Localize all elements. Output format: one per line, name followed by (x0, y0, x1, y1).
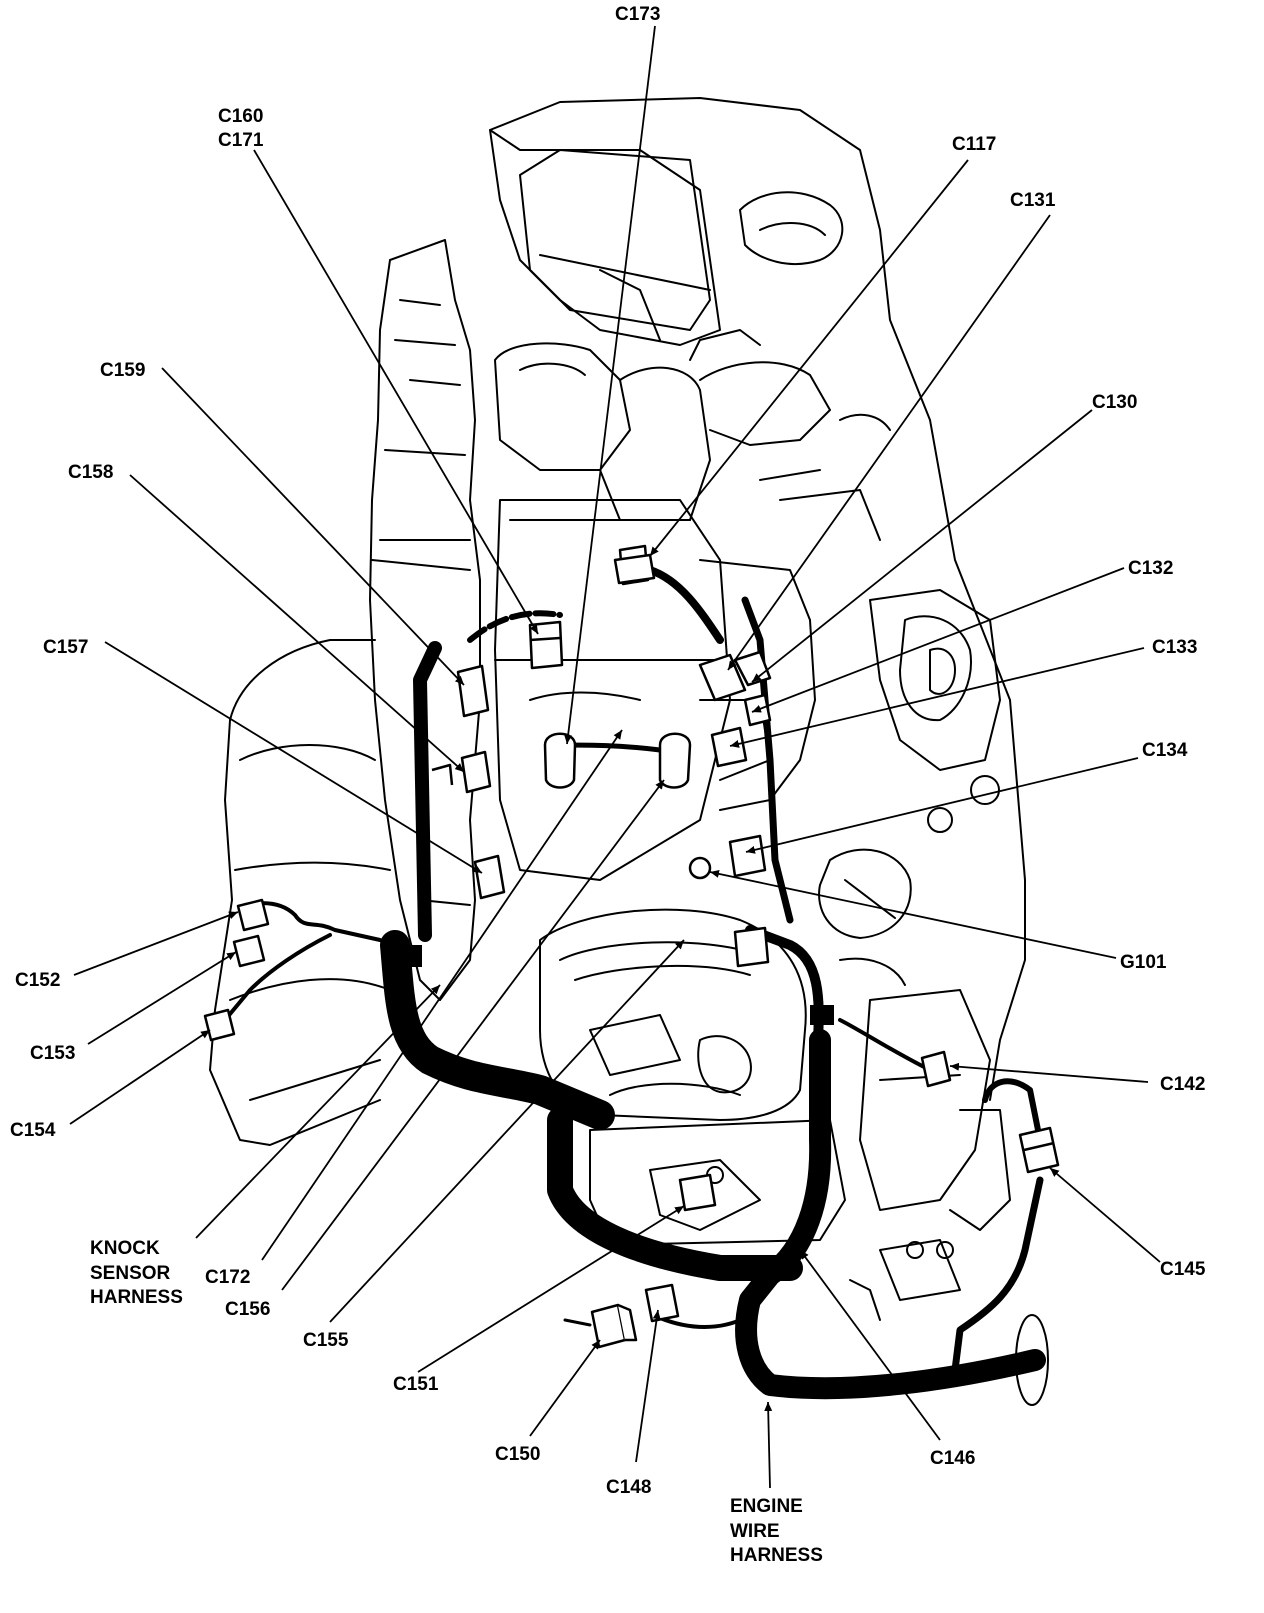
label-c172: C172 (205, 1267, 250, 1288)
label-c133: C133 (1152, 637, 1197, 658)
leader-lines (69, 25, 1161, 1489)
callout-labels: C173 C160 C171 C117 C131 C159 C130 C158 … (10, 4, 1206, 1566)
label-knock-sensor-harness-3: HARNESS (90, 1287, 183, 1308)
connector-c133[interactable] (710, 726, 748, 768)
label-c171: C171 (218, 130, 264, 151)
label-c152: C152 (15, 970, 60, 991)
connector-c157[interactable] (473, 854, 506, 900)
label-engine-wire-harness-3: HARNESS (730, 1545, 823, 1566)
connector-c145[interactable] (1018, 1126, 1060, 1174)
connector-c142[interactable] (920, 1050, 952, 1088)
connector-c151[interactable] (678, 1173, 717, 1212)
connector-c159[interactable] (456, 664, 490, 718)
engine-wire-harness (223, 566, 1046, 1400)
engine-outline (209, 97, 1049, 1406)
label-c156: C156 (225, 1299, 270, 1320)
label-c132: C132 (1128, 558, 1173, 579)
label-engine-wire-harness-1: ENGINE (730, 1496, 803, 1517)
label-c159: C159 (100, 360, 145, 381)
label-c153: C153 (30, 1043, 75, 1064)
label-c155: C155 (303, 1330, 349, 1351)
label-engine-wire-harness-2: WIRE (730, 1521, 780, 1542)
label-c154: C154 (10, 1120, 56, 1141)
label-c160-top: C160 (218, 106, 263, 127)
label-c157: C157 (43, 637, 88, 658)
label-c173: C173 (615, 4, 660, 25)
label-knock-sensor-harness-2: SENSOR (90, 1263, 171, 1284)
label-c134: C134 (1142, 740, 1188, 761)
label-c130: C130 (1092, 392, 1137, 413)
connector-c134[interactable] (728, 834, 767, 878)
label-c117: C117 (952, 134, 996, 155)
label-c145: C145 (1160, 1259, 1206, 1280)
label-c148: C148 (606, 1477, 651, 1498)
connector-c152[interactable] (236, 898, 270, 932)
label-c146: C146 (930, 1448, 975, 1469)
label-c151: C151 (393, 1374, 439, 1395)
connector-c148[interactable] (644, 1283, 680, 1323)
connector-c172[interactable] (543, 732, 577, 789)
connector-c154[interactable] (203, 1008, 236, 1042)
connector-c117[interactable] (613, 553, 656, 585)
label-knock-sensor-harness-1: KNOCK (90, 1238, 160, 1259)
label-c150: C150 (495, 1444, 540, 1465)
label-c142: C142 (1160, 1074, 1205, 1095)
connectors (203, 544, 1060, 1349)
connector-g101[interactable] (688, 856, 712, 880)
label-c131: C131 (1010, 190, 1056, 211)
label-g101: G101 (1120, 952, 1167, 973)
connector-c158[interactable] (431, 750, 492, 794)
label-c158: C158 (68, 462, 113, 483)
connector-c150[interactable] (590, 1303, 638, 1349)
connector-c153[interactable] (232, 934, 266, 968)
connector-c155[interactable] (733, 926, 770, 968)
connector-c156[interactable] (658, 732, 692, 789)
